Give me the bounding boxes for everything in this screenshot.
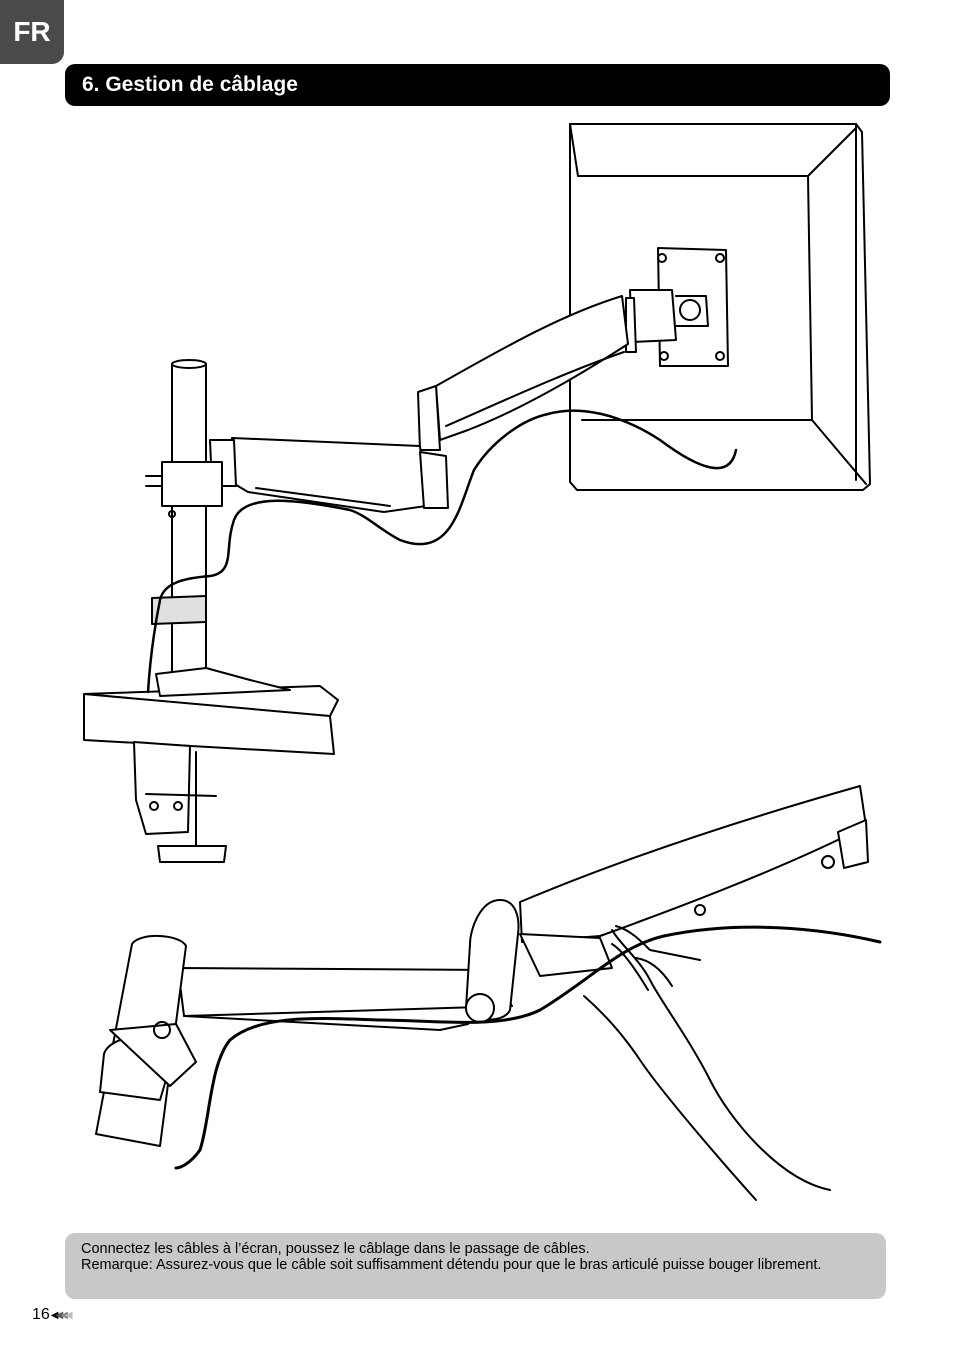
page-footer: 16 ◀◀◀◀: [32, 1306, 73, 1324]
cable-upper: [146, 409, 738, 694]
note-line-1: Connectez les câbles à l’écran, poussez …: [81, 1241, 590, 1257]
double-left-arrows-icon: ◀◀◀◀: [50, 1309, 73, 1321]
desk-clamp: [133, 741, 227, 863]
cable-clip: [151, 595, 207, 625]
cable-lower: [174, 925, 882, 1170]
lower-arm: [209, 437, 449, 513]
closeup-pole: [95, 934, 197, 1147]
desk: [83, 667, 339, 755]
language-tab: FR: [0, 0, 64, 64]
upper-forearm: [417, 295, 629, 451]
page-number: 16: [32, 1306, 50, 1323]
section-title: 6. Gestion de câblage: [82, 73, 298, 96]
hand: [583, 925, 831, 1201]
instruction-note: Connectez les câbles à l’écran, poussez …: [65, 1233, 886, 1299]
closeup-arm: [177, 785, 869, 1031]
tilt-head: [625, 289, 677, 353]
note-line-2: Remarque: Assurez-vous que le câble soit…: [81, 1257, 822, 1273]
pole: [145, 359, 223, 677]
section-header: 6. Gestion de câblage: [65, 64, 890, 106]
